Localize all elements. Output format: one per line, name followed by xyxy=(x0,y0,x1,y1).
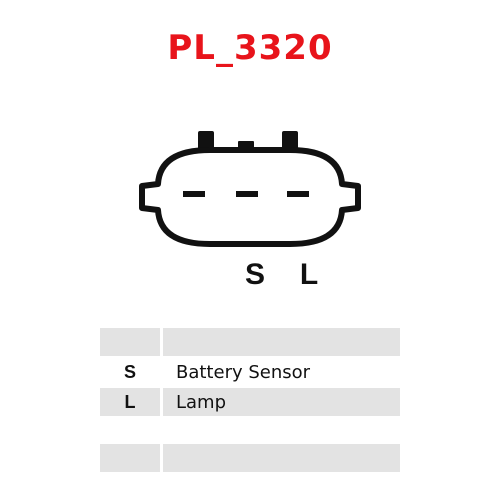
terminal-1 xyxy=(183,191,205,197)
legend-description: Battery Sensor xyxy=(176,361,311,383)
connector-tab-left xyxy=(198,131,214,151)
legend-footer-desc-cell xyxy=(163,444,400,472)
pin-label-s: S xyxy=(244,258,265,291)
legend-footer-row xyxy=(100,444,400,472)
legend-row: L Lamp xyxy=(100,388,400,416)
part-number-title: PL_3320 xyxy=(167,28,333,68)
terminal-3 xyxy=(287,191,309,197)
terminal-2 xyxy=(236,191,258,197)
legend-code: L xyxy=(100,388,160,416)
legend-footer-code-cell xyxy=(100,444,160,472)
legend-header-row xyxy=(100,328,400,356)
legend-row: S Battery Sensor xyxy=(100,358,400,386)
connector-tab-right xyxy=(282,131,298,151)
pin-label-l: L xyxy=(299,258,319,291)
legend-code: S xyxy=(123,361,136,382)
legend-description: Lamp xyxy=(163,388,400,416)
pin-legend-table: S Battery Sensor L Lamp xyxy=(100,328,400,474)
legend-header-desc-cell xyxy=(163,328,400,356)
legend-header-code-cell xyxy=(100,328,160,356)
